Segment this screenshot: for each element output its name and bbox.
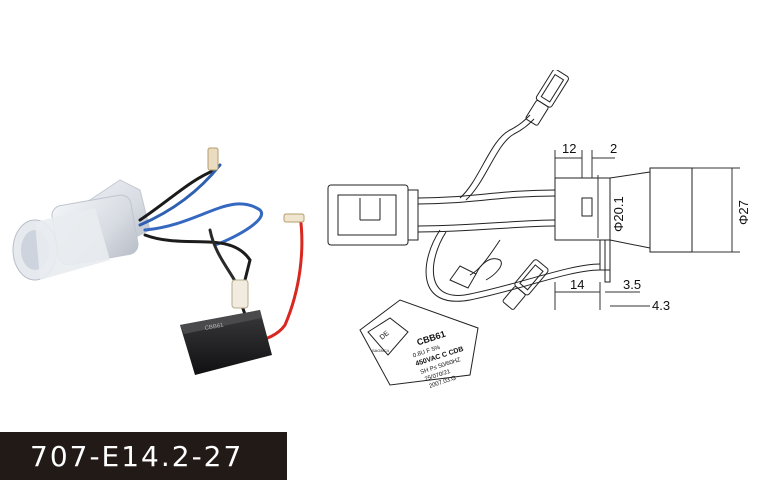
cert-mark: DE — [379, 330, 391, 342]
svg-text:CBB61: CBB61 — [204, 323, 224, 332]
dim-12: 12 — [562, 141, 576, 156]
terminal — [283, 213, 305, 223]
capacitor-drawing — [359, 299, 479, 386]
dim-2: 2 — [610, 141, 617, 156]
lower-terminal — [449, 258, 549, 310]
svg-text:CBB61: CBB61 — [416, 329, 447, 348]
socket-outline — [554, 167, 693, 283]
dim-4-3: 4.3 — [652, 298, 670, 313]
cert-mark-sub: SAGMC4 — [372, 348, 390, 353]
dim-3-5: 3.5 — [623, 277, 641, 292]
model-code: 707-E14.2-27 — [30, 439, 244, 473]
dim-phi20: Φ20.1 — [611, 196, 626, 232]
technical-drawing: 12 2 Φ20.1 Φ27 14 3.5 4.3 CBB61 0.8U F 5… — [327, 70, 751, 390]
dimension-lines — [554, 150, 740, 310]
terminal — [231, 279, 249, 309]
product-photo: CBB61 — [12, 147, 305, 375]
connector-housing — [327, 184, 419, 246]
top-spade-terminal — [525, 70, 569, 126]
terminal — [207, 147, 219, 171]
capacitor-photo: CBB61 — [180, 310, 272, 375]
model-banner: 707-E14.2-27 — [0, 432, 287, 480]
wires — [417, 114, 601, 302]
dim-14: 14 — [570, 277, 584, 292]
lamp-socket — [12, 179, 151, 281]
wire-harness — [138, 163, 304, 342]
dim-phi27: Φ27 — [736, 200, 751, 225]
